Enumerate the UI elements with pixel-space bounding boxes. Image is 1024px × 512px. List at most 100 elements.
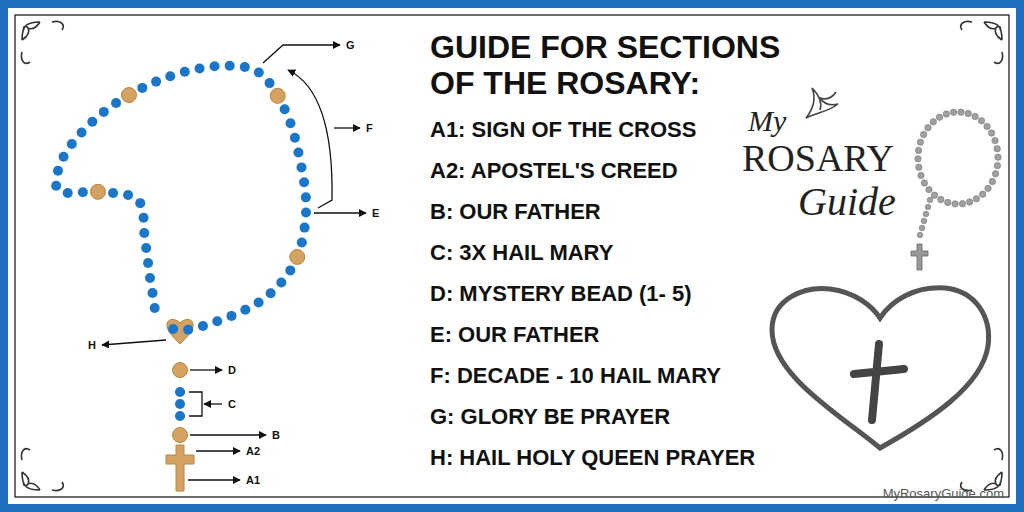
hail-mary-bead	[293, 148, 303, 158]
section-legend-item: H: HAIL HOLY QUEEN PRAYER	[430, 446, 755, 470]
centerpiece-medal	[167, 319, 193, 344]
hail-mary-bead	[139, 213, 149, 223]
hail-mary-bead	[296, 162, 306, 172]
hail-mary-bead	[63, 188, 73, 198]
corner-ornament	[961, 21, 1003, 63]
section-legend-item: F: DECADE - 10 HAIL MARY	[430, 364, 721, 388]
logo-bead	[994, 146, 1000, 152]
hail-mary-bead	[180, 67, 190, 77]
section-letter: D	[228, 364, 236, 376]
logo-bead	[950, 109, 956, 115]
hail-mary-bead	[78, 187, 88, 197]
section-letter: B	[272, 429, 280, 441]
section-legend-item: E: OUR FATHER	[430, 323, 599, 347]
logo-bead	[945, 199, 951, 205]
hail-mary-bead	[151, 77, 161, 87]
corner-ornament	[961, 449, 1003, 491]
hail-mary-bead	[276, 278, 286, 288]
crucifix	[166, 445, 194, 491]
leader-arrow	[334, 127, 360, 128]
inner-border	[15, 15, 1009, 497]
hail-mary-bead	[240, 305, 250, 315]
logo-bead	[995, 154, 1001, 160]
hail-mary-bead	[265, 78, 275, 88]
bead-guide	[56, 66, 306, 330]
guide-title: GUIDE FOR SECTIONS OF THE ROSARY:	[430, 30, 825, 102]
hail-mary-bead	[165, 71, 175, 81]
hail-mary-bracket	[189, 392, 202, 416]
leader-arrow	[190, 434, 266, 435]
leader-arrow	[196, 450, 240, 451]
logo-bead	[972, 113, 978, 119]
hail-mary-bead	[99, 107, 109, 117]
leader-arrow	[102, 340, 166, 345]
hail-mary-bead	[301, 192, 311, 202]
hail-mary-bead	[137, 83, 147, 93]
logo-bead	[920, 131, 926, 137]
hail-mary-bead	[141, 243, 151, 253]
corner-ornament	[21, 21, 63, 63]
logo-bead	[994, 162, 1000, 168]
section-letter: H	[88, 339, 96, 351]
logo-bead	[958, 109, 964, 115]
our-father-bead	[121, 88, 136, 103]
dove-icon	[806, 88, 838, 118]
section-letter: E	[372, 207, 379, 219]
logo-bead	[921, 218, 927, 224]
section-letter: A1	[246, 474, 260, 486]
hail-mary-bead	[254, 68, 264, 78]
logo-bead	[917, 232, 923, 238]
hail-mary-bead	[299, 177, 309, 187]
section-legend-item: C: 3X HAIL MARY	[430, 241, 613, 265]
section-legend-item: A1: SIGN OF THE CROSS	[430, 118, 696, 142]
watermark: MyRosaryGuide.com	[883, 487, 1004, 501]
hail-mary-bead	[300, 223, 310, 233]
hail-mary-bead	[198, 321, 208, 331]
logo-bead	[985, 185, 991, 191]
logo-bead	[915, 156, 921, 162]
hail-mary-bead	[123, 190, 133, 200]
logo-bead	[965, 110, 971, 116]
logo-bead	[930, 119, 936, 125]
leader-arrow	[314, 212, 366, 213]
logo-bead	[925, 204, 931, 210]
hail-mary-bead	[87, 117, 97, 127]
hail-mary-bead	[175, 399, 185, 409]
logo-bead	[916, 164, 922, 170]
heart-outline	[772, 288, 989, 448]
hail-mary-bead	[143, 258, 153, 268]
hail-mary-bead	[148, 288, 158, 298]
logo-bead	[936, 114, 942, 120]
dove-wing	[806, 92, 838, 118]
logo-bead	[973, 196, 979, 202]
rosary-loop	[51, 61, 311, 335]
leader-arrow	[204, 403, 222, 404]
hail-mary-bead	[77, 127, 87, 137]
section-legend-item: D: MYSTERY BEAD (1- 5)	[430, 282, 692, 306]
hail-mary-bead	[285, 265, 295, 275]
hail-mary-bead	[150, 303, 160, 313]
leader-arrow	[188, 479, 240, 480]
hail-mary-bead	[145, 273, 155, 283]
logo-bead	[978, 118, 984, 124]
hail-mary-bead	[51, 181, 61, 191]
logo-cross	[911, 244, 928, 270]
hail-mary-bead	[59, 152, 69, 162]
section-legend-item: B: OUR FATHER	[430, 200, 601, 224]
logo-bead	[984, 123, 990, 129]
logo-bead	[992, 137, 998, 143]
hail-mary-bead	[290, 133, 300, 143]
logo-bead	[925, 124, 931, 130]
logo-bead	[931, 192, 937, 198]
logo-bead	[938, 196, 944, 202]
hail-mary-bead	[301, 208, 311, 218]
section-legend-item: G: GLORY BE PRAYER	[430, 405, 670, 429]
our-father-bead	[290, 249, 305, 264]
our-father-bead	[173, 428, 188, 443]
hail-mary-bead	[175, 387, 185, 397]
hail-mary-bead	[225, 61, 235, 71]
logo-bead	[923, 211, 929, 217]
